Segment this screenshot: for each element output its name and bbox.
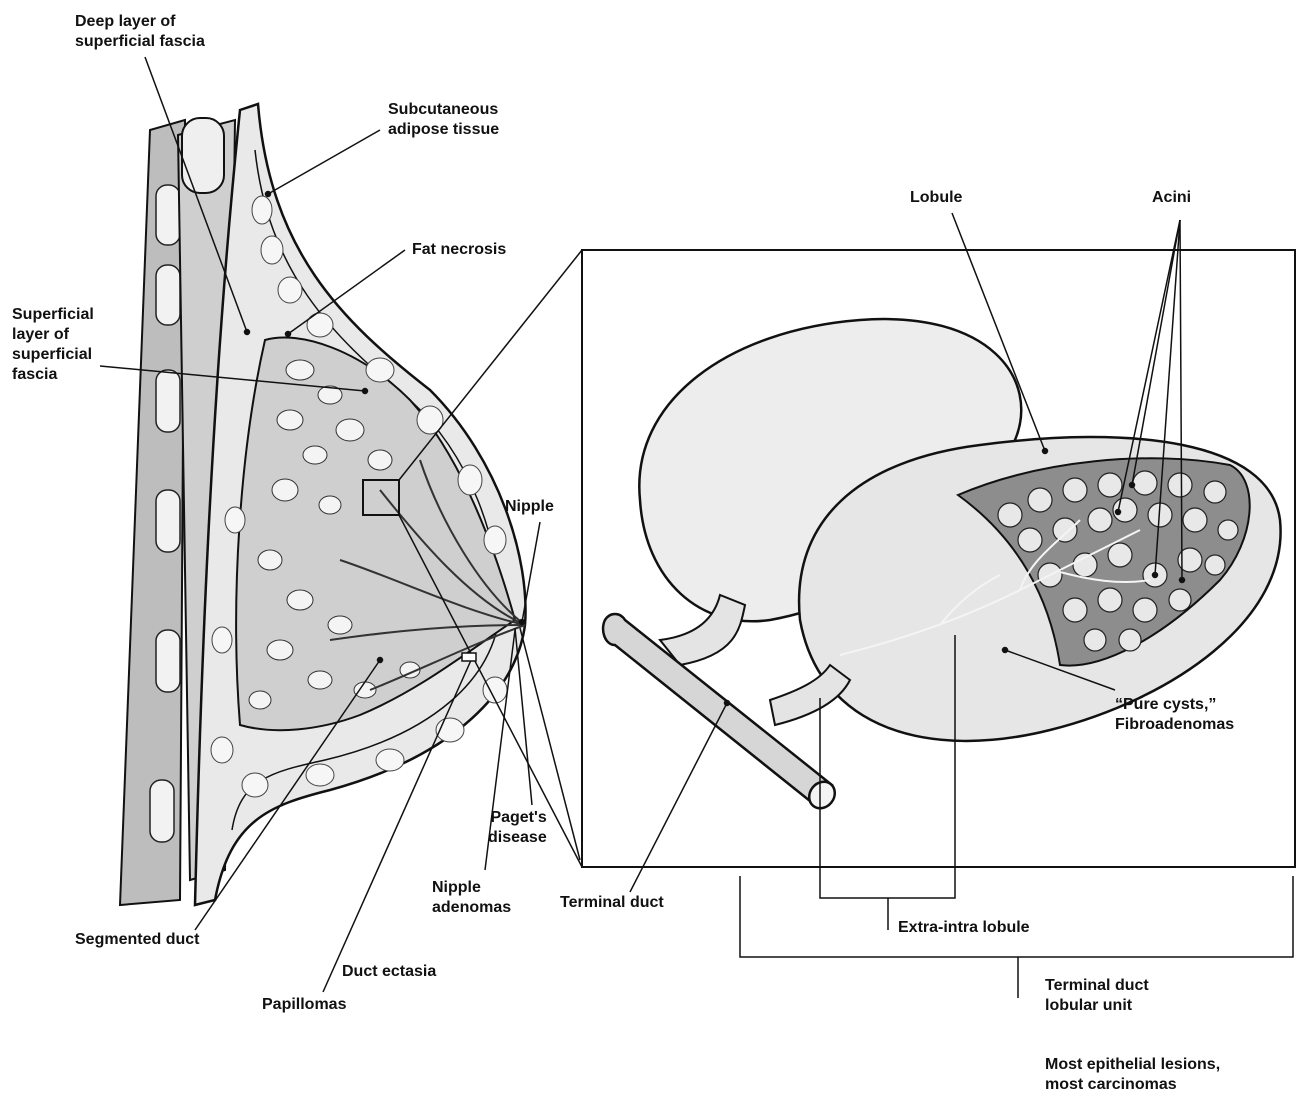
label-terminal-duct: Terminal duct — [560, 893, 664, 913]
label-segmented-duct: Segmented duct — [75, 930, 199, 950]
label-deep-layer-superficial-fascia: Deep layer of superficial fascia — [75, 12, 205, 52]
label-epithelial-lesions-carcinomas: Most epithelial lesions, most carcinomas — [1045, 1055, 1220, 1095]
label-extra-intra-lobule: Extra-intra lobule — [898, 918, 1030, 938]
label-papillomas: Papillomas — [262, 995, 346, 1015]
label-nipple-adenomas: Nipple adenomas — [432, 878, 511, 918]
label-nipple: Nipple — [505, 497, 554, 517]
label-pagets-disease: Paget's disease — [488, 808, 547, 848]
breast-cross-section — [120, 104, 526, 905]
label-superficial-layer-superficial-fascia: Superficial layer of superficial fascia — [12, 305, 94, 385]
label-lobule: Lobule — [910, 188, 962, 208]
label-subcutaneous-adipose-tissue: Subcutaneous adipose tissue — [388, 100, 499, 140]
label-pure-cysts-fibroadenomas: “Pure cysts,” Fibroadenomas — [1115, 695, 1234, 735]
label-acini: Acini — [1152, 188, 1191, 208]
label-duct-ectasia: Duct ectasia — [342, 962, 436, 982]
label-terminal-duct-lobular-unit: Terminal duct lobular unit — [1045, 976, 1149, 1016]
label-fat-necrosis: Fat necrosis — [412, 240, 506, 260]
